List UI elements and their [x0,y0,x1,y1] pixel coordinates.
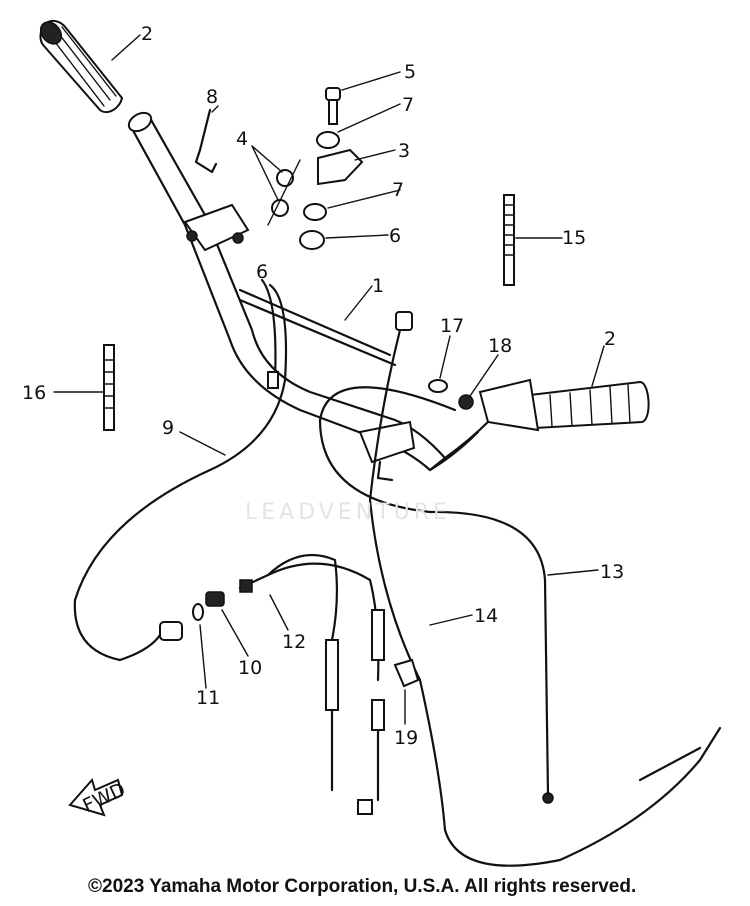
nut-part-7-bottom [303,203,327,221]
handlebar-clamp [183,203,250,252]
left-grip [39,19,124,114]
callout-17: 17 [440,315,464,337]
callout-15: 15 [562,227,586,249]
nut-part-7-top [316,131,340,149]
cable-part-9 [73,278,288,662]
washers-part-4 [267,159,301,226]
copyright-notice: ©2023 Yamaha Motor Corporation, U.S.A. A… [88,876,637,897]
callout-19: 19 [394,727,418,749]
callout-4: 4 [236,128,248,150]
nut-part-6 [299,230,325,250]
callout-7-bottom: 7 [392,179,404,201]
callout-3: 3 [398,140,410,162]
cable-part-14 [368,328,722,867]
washer-part-11 [192,603,204,621]
callout-2-left: 2 [141,23,153,45]
callout-6-top: 6 [256,261,268,283]
callout-13: 13 [600,561,624,583]
adjuster-part-18 [458,394,474,410]
clamp-part-19 [393,658,420,688]
bolt-part-5 [325,87,341,125]
fwd-arrow-icon: FWD [68,777,129,817]
adjuster-part-10 [205,591,225,607]
band-part-16 [103,344,115,431]
clip-part-8 [194,108,218,174]
callout-6-right: 6 [389,225,401,247]
callout-10: 10 [238,657,262,679]
right-grip [478,378,650,432]
callout-2-right: 2 [604,328,616,350]
callout-14: 14 [474,605,498,627]
lever-bracket [358,420,416,464]
callout-9: 9 [162,417,174,439]
callout-8: 8 [206,86,218,108]
lever-holder-part-3 [317,148,364,186]
band-part-15 [503,194,515,286]
cable-part-12 [238,553,385,815]
callout-12: 12 [282,631,306,653]
adjuster-part-17 [428,379,448,393]
watermark: LEADVENTURE [245,500,451,525]
callout-11: 11 [196,687,220,709]
leader-lines [53,34,605,725]
callout-18: 18 [488,335,512,357]
cable-part-13 [318,386,550,797]
callout-7-top: 7 [402,94,414,116]
callout-1: 1 [372,275,384,297]
callout-5: 5 [404,61,416,83]
callout-16: 16 [22,382,46,404]
